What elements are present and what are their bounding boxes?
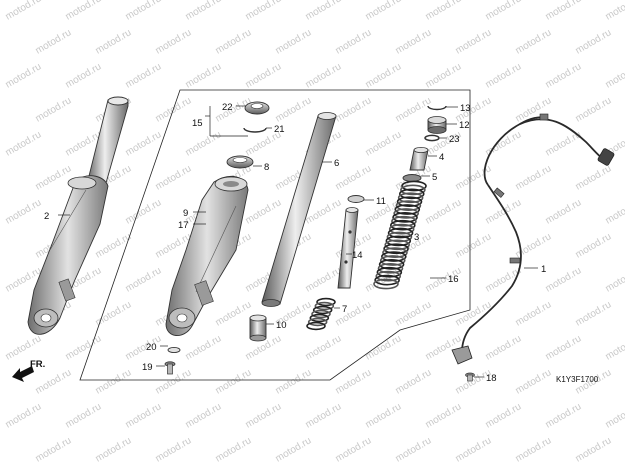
speed-sensor-cable [451, 113, 615, 365]
rebound-spring-coil [311, 309, 331, 319]
callout-1: 1 [541, 264, 546, 275]
callout-9: 9 [183, 208, 188, 219]
diagram-code: K1Y3F1700 [556, 375, 599, 384]
callout-3: 3 [414, 232, 419, 243]
callout-11: 11 [376, 196, 386, 207]
fork-spring-coil [385, 235, 412, 247]
fork-spring-coil [384, 239, 411, 251]
fork-spring-coil [391, 215, 417, 227]
callout-8: 8 [264, 162, 269, 173]
fork-spring-coil [379, 255, 406, 266]
callout-16: 16 [448, 274, 459, 285]
fork-spring-coil [381, 251, 407, 262]
callout-20: 20 [146, 342, 157, 353]
callout-14: 14 [352, 250, 363, 261]
fork-spring-coil [393, 208, 419, 219]
callout-23: 23 [449, 134, 460, 145]
fork-piece [249, 314, 267, 342]
dust-seal [244, 101, 270, 115]
rebound-spring-coil [309, 313, 330, 323]
fork-spring-coil [396, 196, 423, 208]
fork-leg-right [165, 175, 249, 336]
fork-spring-coil [383, 243, 409, 255]
fork-spring-coil [382, 247, 408, 259]
callout-4: 4 [439, 152, 444, 163]
rebound-spring-coil [316, 297, 336, 307]
leader-lines [58, 105, 538, 378]
callout-19: 19 [142, 362, 153, 373]
callout-2: 2 [44, 211, 49, 222]
fork-spring-coil [387, 227, 414, 239]
spring-collar [409, 146, 429, 171]
sealing-washer [167, 346, 181, 354]
fork-spring-coil [398, 188, 425, 200]
fork-spring [373, 180, 427, 290]
rebound-spring-coil [306, 321, 326, 331]
o-ring [424, 134, 440, 142]
fork-spring-coil [386, 231, 413, 243]
oil-seal [226, 155, 254, 169]
fork-spring-coil [388, 223, 415, 235]
callout-10: 10 [276, 320, 287, 331]
spring-seat [402, 174, 422, 182]
callout-labels: 22 15 21 8 6 13 12 23 4 5 3 11 14 7 2 9 … [44, 102, 546, 384]
fork-pipe [261, 112, 337, 307]
stopper-ring [243, 127, 267, 133]
callout-7: 7 [342, 304, 347, 315]
fork-piston [337, 207, 359, 289]
fork-spring-coil [395, 200, 422, 211]
fork-spring-coil [374, 274, 400, 286]
piston-ring [347, 195, 365, 203]
front-direction-arrow-icon [12, 366, 34, 382]
rebound-spring-coil [307, 317, 328, 327]
fork-spring-coil [373, 278, 399, 290]
fork-spring-coil [400, 184, 426, 196]
rebound-spring-coil [314, 301, 335, 311]
fork-spring-coil [378, 259, 405, 270]
callout-5: 5 [432, 172, 437, 183]
fork-bolt [427, 116, 447, 134]
callout-18: 18 [486, 373, 497, 384]
callout-6: 6 [334, 158, 339, 169]
sensor-bolt [465, 372, 475, 382]
callout-17: 17 [178, 220, 189, 231]
fork-spring-coil [401, 180, 427, 192]
assembly-frame [79, 89, 471, 381]
rebound-spring [306, 297, 336, 331]
callout-21: 21 [274, 124, 285, 135]
fork-spring-coil [392, 212, 418, 223]
direction-label: FR. [30, 359, 45, 370]
callout-12: 12 [459, 120, 470, 131]
rebound-spring-coil [312, 305, 333, 315]
fork-spring-coil [389, 219, 416, 231]
callout-15: 15 [192, 118, 203, 129]
socket-bolt [164, 361, 176, 375]
callout-13: 13 [460, 103, 471, 114]
fork-spring-coil [394, 204, 421, 215]
fork-leg-left [27, 96, 129, 335]
callout-22: 22 [222, 102, 233, 113]
fork-spring-coil [376, 266, 403, 278]
fork-spring-coil [375, 270, 402, 282]
circlip [427, 105, 447, 111]
fork-spring-coil [397, 192, 424, 204]
fork-spring-coil [377, 262, 404, 274]
